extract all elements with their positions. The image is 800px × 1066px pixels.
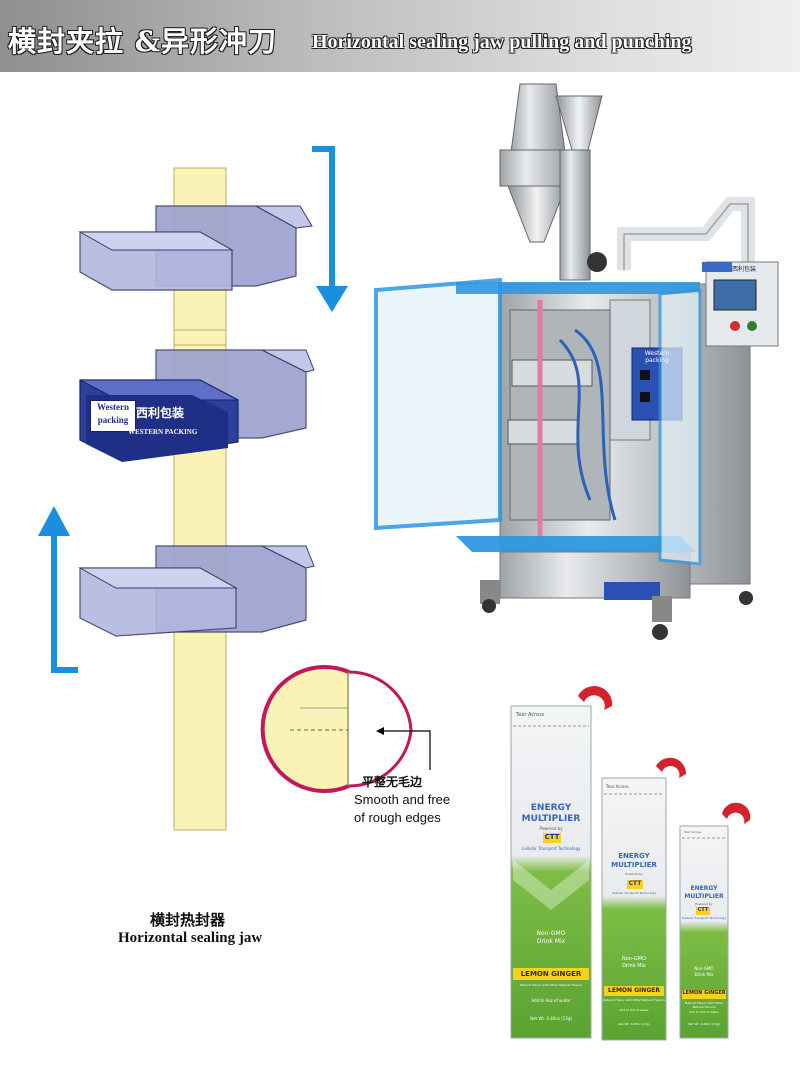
- ctt-logo-large: [543, 833, 561, 843]
- caption-en: Horizontal sealing jaw: [118, 930, 263, 946]
- ctt-logo-medium: [627, 880, 643, 889]
- caption-cn: 横封热封器: [150, 911, 226, 929]
- packet-medium-claim1: Non-GMO: [621, 956, 647, 962]
- jaw-brand-line1: Western: [97, 402, 129, 412]
- edge-callout-en-2: of rough edges: [354, 810, 441, 825]
- packet-small: [679, 825, 729, 1039]
- packing-machine: [374, 83, 779, 640]
- tear-mark-medium: [656, 757, 687, 778]
- packet-medium-netwt: Net Wt. 0.46oz (13g): [618, 1022, 650, 1026]
- machine-door-brand: Western packing: [644, 350, 670, 364]
- jaw-pair-bottom: [78, 545, 315, 637]
- packet-large-logo: CTT: [544, 833, 560, 841]
- packet-medium-logo: CTT: [628, 880, 642, 887]
- packet-large-instruction: Add to 8oz of water: [531, 998, 571, 1003]
- tear-mark-small: [722, 802, 751, 824]
- packet-medium-instruction: Add to 8oz of water: [619, 1008, 649, 1012]
- flavor-band-large: [513, 968, 589, 980]
- jaw-brand-line2: packing: [97, 415, 129, 425]
- title-chinese: 横封夹拉 &异形冲刀: [8, 25, 278, 58]
- packet-medium-subtitle: Cellular Transport Technology: [611, 891, 657, 895]
- jaw-pair-middle: [79, 349, 315, 462]
- packet-small-powered: Powered by: [695, 902, 713, 906]
- packet-small-claim2: Drink Mix: [694, 972, 714, 977]
- packet-large-note: Natural Flavor with Other Natural Flavor…: [520, 983, 582, 987]
- flavor-band-small: [682, 990, 726, 999]
- packet-medium-flavor: LEMON GINGER: [608, 987, 660, 994]
- packet-small-claim1: Non-GMO: [694, 966, 714, 971]
- packet-large: [510, 705, 592, 1039]
- packet-small-netwt: Net Wt. 0.46oz (13g): [688, 1022, 720, 1026]
- packet-small-subtitle: Cellular Transport Technology: [681, 916, 727, 920]
- packet-large-top: Tear Across: [516, 712, 545, 718]
- edge-callout-en-1: Smooth and free: [354, 792, 451, 807]
- packet-large-subtitle: Cellular Transport Technology: [521, 846, 581, 851]
- title-english: Horizontal sealing jaw pulling and punch…: [312, 31, 692, 53]
- packet-large-line2: MULTIPLIER: [521, 814, 581, 824]
- packet-medium-claim2: Drink Mix: [622, 963, 646, 969]
- packet-large-line1: ENERGY: [530, 803, 572, 813]
- packet-small-instruction: Add to 8oz of water: [689, 1010, 719, 1014]
- header-bar: 横封夹拉 &异形冲刀 Horizontal sealing jaw pullin…: [0, 0, 800, 72]
- packet-small-logo: CTT: [697, 907, 709, 913]
- edge-callout-cn: 平整无毛边: [362, 775, 423, 789]
- jaw-brand-cn: 西利包装: [136, 406, 185, 420]
- jaw-brand-badge: Western packing: [90, 400, 136, 432]
- packet-large-claim1: Non-GMO: [536, 930, 566, 937]
- packet-large-netwt: Net Wt. 0.46oz (13g): [530, 1016, 572, 1021]
- packet-small-flavor: LEMON GINGER: [682, 990, 726, 996]
- packet-small-note: Natural Flavor with Other Natural Flavor…: [684, 1001, 724, 1009]
- machine-panel-brand: 西利包装: [732, 266, 757, 273]
- arrow-down: [312, 146, 335, 288]
- arrow-up: [51, 534, 78, 673]
- packet-large-flavor: LEMON GINGER: [520, 970, 582, 978]
- packet-medium-line2: MULTIPLIER: [611, 861, 657, 869]
- tear-mark-large: [578, 686, 613, 710]
- packet-medium-top: Tear Across: [606, 784, 629, 789]
- packet-medium-line1: ENERGY: [618, 852, 650, 860]
- packet-small-line2: MULTIPLIER: [684, 893, 724, 900]
- edge-callout: [260, 665, 431, 793]
- packet-small-top: Tear Across: [684, 830, 701, 834]
- arrow-down-head: [316, 286, 348, 312]
- packet-large-claim2: Drink Mix: [536, 938, 566, 945]
- ctt-logo-small: [696, 907, 710, 915]
- packet-large-powered: Powered by: [539, 826, 563, 831]
- packet-medium: [601, 777, 667, 1041]
- jaw-brand-caps: WESTERN PACKING: [128, 428, 198, 436]
- packet-medium-powered: Powered by: [625, 872, 643, 876]
- packet-small-line1: ENERGY: [690, 885, 718, 892]
- packet-medium-note: Natural Flavor with Other Natural Flavor…: [603, 998, 665, 1002]
- jaw-pair-top: [78, 205, 313, 291]
- arrow-up-head: [38, 506, 70, 536]
- flavor-band-medium: [604, 986, 664, 996]
